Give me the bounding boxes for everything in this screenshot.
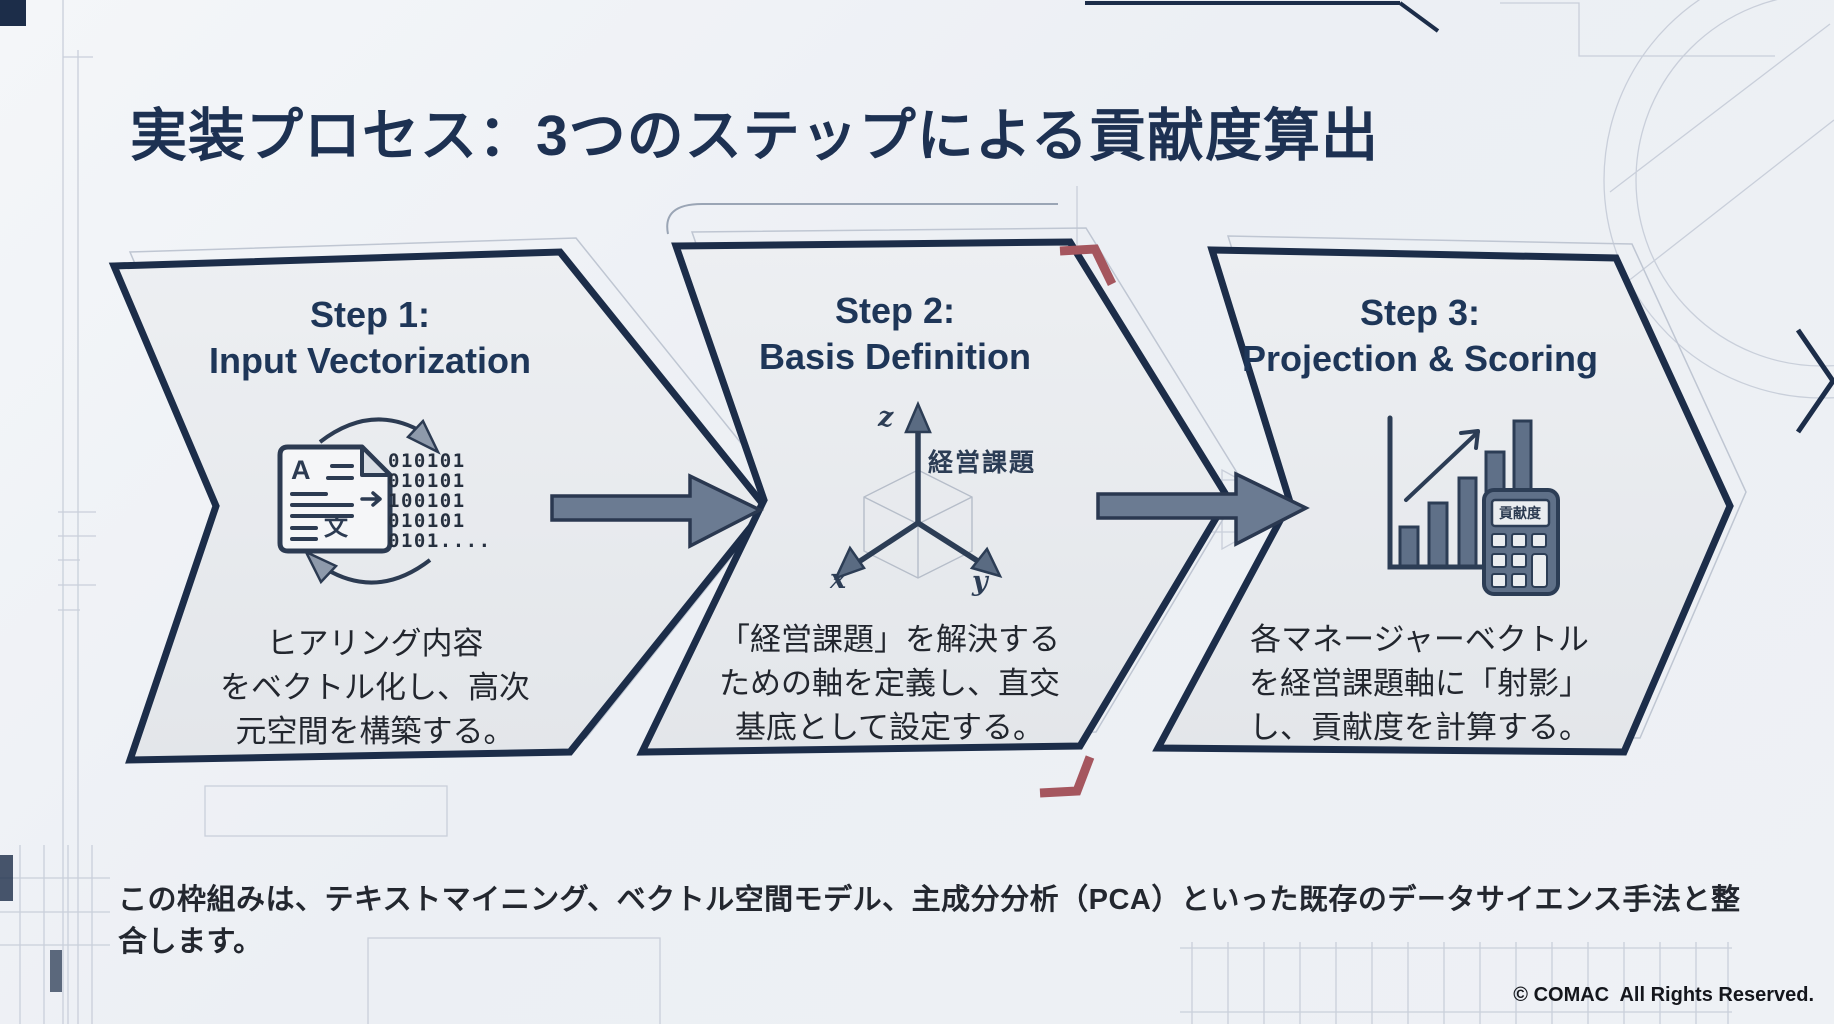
- right-edge-chevron-decor: [1795, 328, 1834, 434]
- leader-line-decor: [666, 203, 1058, 235]
- step3-heading-line2: Projection & Scoring: [1241, 338, 1599, 379]
- step1-desc-line1: ヒアリング内容: [266, 626, 484, 661]
- step3-desc-line1: 各マネージャーベクトル: [1250, 622, 1589, 657]
- flow-arrow-1-icon: [550, 473, 764, 549]
- xyz-axes-icon: [833, 400, 1003, 581]
- axis-annotation: 経営課題: [928, 449, 1037, 477]
- step1-desc-line2: をベクトル化し、高次: [220, 670, 530, 705]
- axis-z-label: z: [878, 402, 894, 433]
- step3-desc-line2: を経営課題軸に「射影」: [1249, 666, 1590, 701]
- step1-description: ヒアリング内容 をベクトル化し、高次 元空間を構築する。: [160, 622, 590, 754]
- axis-x-label: x: [830, 564, 847, 595]
- step3-description: 各マネージャーベクトル を経営課題軸に「射影」 し、貢献度を計算する。: [1172, 618, 1667, 750]
- page-title: 実装プロセス：3つのステップによる貢献度算出: [130, 104, 1379, 168]
- binary-line: 010101: [388, 470, 466, 492]
- binary-code-block: 010101 010101 100101 010101 0101....: [388, 451, 492, 551]
- document-cjk-char: 文: [324, 514, 348, 541]
- calculator-display-text: 貢献度: [1499, 505, 1541, 521]
- bar-chart-calculator-icon: [1387, 415, 1560, 596]
- step2-desc-line2: ための軸を定義し、直交: [719, 666, 1060, 701]
- step3-heading-line1: Step 3:: [1359, 292, 1481, 333]
- convert-arrow-icon: [360, 491, 382, 507]
- step2-heading-line2: Basis Definition: [758, 336, 1032, 377]
- step2-chevron-shape: [636, 238, 1233, 756]
- calculator-icon: [1482, 488, 1560, 596]
- step2-desc-line3: 基底として設定する。: [734, 710, 1045, 745]
- flow-arrow-2-icon: [1096, 471, 1310, 547]
- step3-heading: Step 3: Projection & Scoring: [1185, 290, 1655, 382]
- step2-desc-line1: 「経営課題」を解決する: [719, 622, 1060, 657]
- calculator-display: [1490, 498, 1551, 528]
- growth-arrow-icon: [1404, 429, 1480, 502]
- red-corner-bracket-decor: [1039, 244, 1117, 798]
- step1-desc-line3: 元空間を構築する。: [235, 714, 515, 749]
- binary-line: 010101: [388, 510, 466, 532]
- binary-line: 0101....: [388, 530, 492, 552]
- frame-corner-decor: [0, 0, 1834, 992]
- wireframe-cube-decor: [863, 469, 973, 579]
- step2-heading-line1: Step 2:: [834, 290, 956, 331]
- axis-y-label: y: [972, 566, 988, 597]
- binary-line: 010101: [388, 450, 466, 472]
- step1-heading-line2: Input Vectorization: [208, 340, 531, 381]
- step2-heading: Step 2: Basis Definition: [675, 288, 1115, 380]
- step1-chevron-shape: [108, 248, 771, 764]
- step1-heading-line1: Step 1:: [309, 294, 431, 335]
- document-letter: A: [291, 455, 311, 485]
- copyright-text: © COMAC All Rights Reserved.: [1513, 984, 1814, 1006]
- footer-note: この枠組みは、テキストマイニング、ベクトル空間モデル、主成分分析（PCA）といっ…: [118, 884, 1741, 958]
- step3-desc-line3: し、貢献度を計算する。: [1249, 710, 1590, 745]
- binary-line: 100101: [388, 490, 466, 512]
- step1-heading: Step 1: Input Vectorization: [150, 292, 590, 384]
- step2-description: 「経営課題」を解決する ための軸を定義し、直交 基底として設定する。: [652, 618, 1127, 750]
- document-to-binary-icon: [277, 417, 441, 585]
- corner-square-decor: [0, 0, 26, 26]
- cycle-arrows-icon: [303, 417, 441, 585]
